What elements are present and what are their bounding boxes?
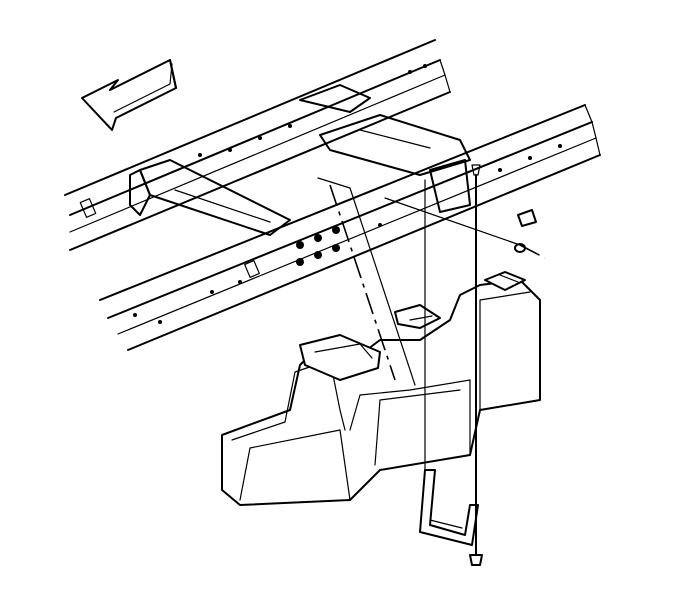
frame-rail-rear [64,39,451,278]
front-direction-arrow-icon [81,59,177,131]
leader-lines [317,177,546,471]
strap-nut [517,209,537,227]
fuel-tank [221,271,541,506]
tank-strap [419,469,479,546]
frame-crossmember [129,84,471,236]
frame-rivets [133,64,562,324]
mounting-bolt [469,164,483,566]
frame-rail-front [99,104,601,351]
